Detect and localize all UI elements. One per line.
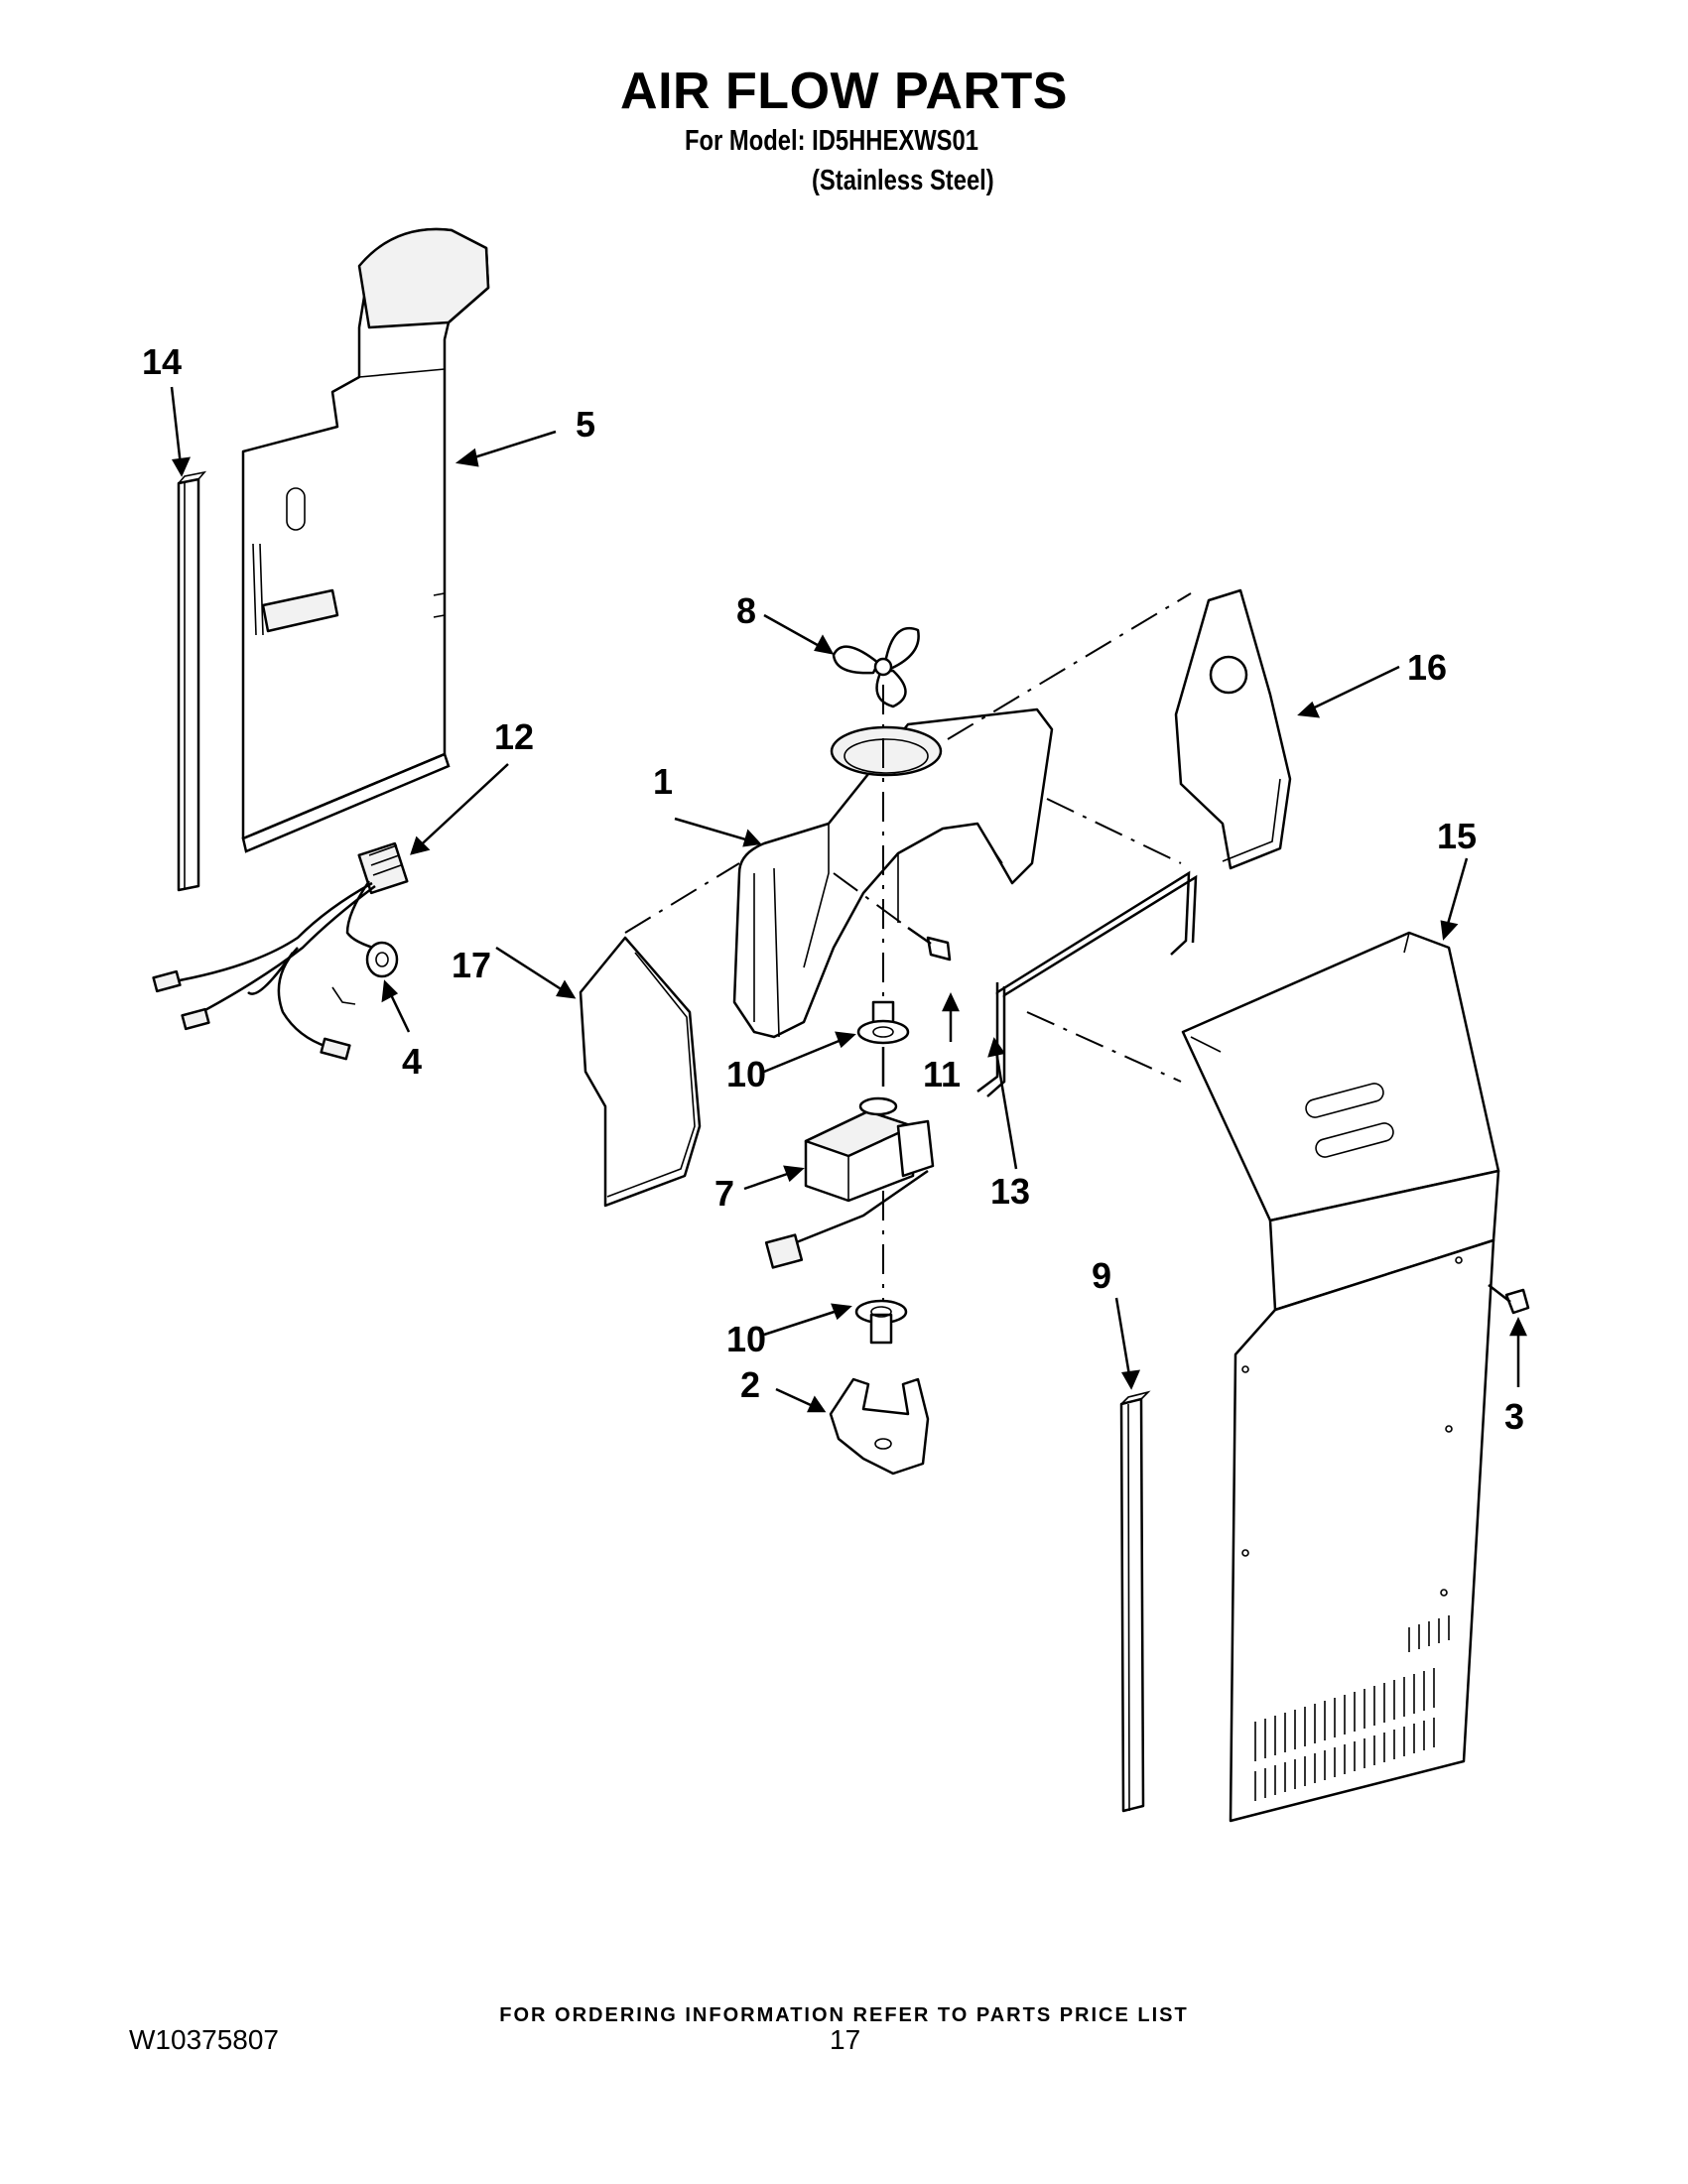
part-5-duct-panel — [241, 227, 490, 853]
model-finish: (Stainless Steel) — [812, 165, 994, 196]
callout-5: 5 — [576, 404, 595, 445]
page-title: AIR FLOW PARTS — [620, 63, 1068, 120]
part-10-upper-grommet — [856, 1000, 910, 1045]
callout-9: 9 — [1092, 1255, 1111, 1296]
document-number: W10375807 — [129, 2024, 280, 2055]
callout-3: 3 — [1504, 1396, 1524, 1437]
part-15-rear-cover — [1181, 931, 1500, 1823]
part-14-gasket-strip — [177, 470, 207, 892]
part-13-wire-bracket — [976, 870, 1198, 1097]
part-4-grommet — [365, 941, 399, 978]
part-17-baffle — [579, 936, 702, 1208]
callout-8: 8 — [736, 590, 756, 631]
part-11-screw — [907, 926, 952, 962]
callout-10-lower: 10 — [726, 1319, 766, 1359]
callout-17: 17 — [452, 945, 491, 985]
part-10-lower-grommet — [854, 1299, 908, 1345]
callout-leader-lines — [170, 386, 1527, 1413]
callout-14: 14 — [142, 341, 182, 382]
part-2-motor-bracket — [829, 1377, 930, 1476]
part-7-fan-motor — [764, 1047, 935, 1269]
callout-11: 11 — [923, 1054, 961, 1094]
callout-13: 13 — [990, 1171, 1030, 1212]
ordering-note: FOR ORDERING INFORMATION REFER TO PARTS … — [499, 2004, 1189, 2026]
callout-10-upper: 10 — [726, 1054, 766, 1094]
callout-7: 7 — [714, 1173, 734, 1214]
callout-12: 12 — [494, 716, 534, 757]
callout-4: 4 — [402, 1041, 422, 1082]
part-1-fan-housing — [732, 707, 1054, 1039]
callout-16: 16 — [1407, 647, 1447, 688]
page-number: 17 — [830, 2024, 861, 2055]
callout-labels: 1 2 3 4 5 7 8 9 10 10 11 12 13 14 15 16 … — [142, 341, 1524, 1437]
assembly-center-lines — [624, 592, 1192, 1300]
part-8-fan-blade — [832, 627, 920, 708]
callout-1: 1 — [653, 761, 673, 802]
model-number: For Model: ID5HHEXWS01 — [685, 125, 978, 157]
part-12-wire-harness — [152, 841, 409, 1061]
part-16-baffle — [1174, 588, 1292, 870]
callout-15: 15 — [1437, 816, 1477, 856]
part-3-screw — [1488, 1284, 1530, 1315]
part-9-gasket-strip — [1119, 1390, 1151, 1813]
callout-2: 2 — [740, 1364, 760, 1405]
